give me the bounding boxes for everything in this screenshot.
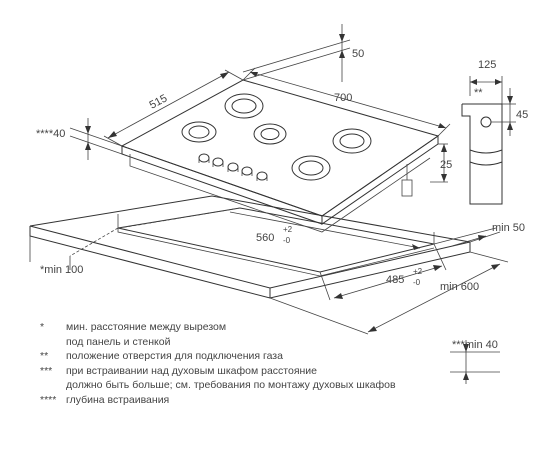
footnote-row: * мин. расстояние между вырезом <box>40 320 520 335</box>
dim-cutout-485: 485 +2 -0 <box>319 243 447 301</box>
dim-depth-40: ****40 <box>36 118 123 160</box>
dim-min-100: *min 100 <box>29 236 83 276</box>
dim-label-560: 560 <box>256 232 274 244</box>
footnotes: * мин. расстояние между вырезом под пане… <box>40 320 520 408</box>
burner-right <box>332 128 372 154</box>
dim-depth-515: 515 <box>103 69 244 147</box>
dim-label-485-minus: -0 <box>413 278 421 287</box>
dim-height-50: 50 <box>242 24 364 82</box>
footnote-row: **** глубина встраивания <box>40 393 520 408</box>
dim-min-50: min 50 <box>433 222 525 247</box>
footnote-text: положение отверстия для подключения газа <box>66 350 283 363</box>
dim-min-40: ***min 40 <box>450 339 500 384</box>
dim-label-50: 50 <box>352 48 364 60</box>
burner-center <box>253 123 287 145</box>
dim-label-125: 125 <box>478 59 496 71</box>
burner-back-left <box>224 93 264 119</box>
dim-label-min-50: min 50 <box>492 222 525 234</box>
dim-label-min-600: min 600 <box>440 281 479 293</box>
dim-label-485-plus: +2 <box>413 267 423 276</box>
burner-front-right <box>291 155 331 181</box>
footnote-mark: ** <box>40 350 49 363</box>
dim-label-min-40: ***min 40 <box>452 339 498 351</box>
dim-label-25: 25 <box>440 159 452 171</box>
dim-label-40: ****40 <box>36 128 65 140</box>
footnote-mark: **** <box>40 393 57 406</box>
dim-thickness-25: 25 <box>430 143 452 183</box>
footnote-mark <box>40 335 66 350</box>
hob <box>120 79 440 233</box>
control-knobs <box>198 153 268 181</box>
dim-label-700: 700 <box>334 92 352 104</box>
footnote-row: *** при встраивании над духовым шкафом р… <box>40 364 520 379</box>
footnote-text: при встраивании над духовым шкафом расст… <box>66 364 318 377</box>
footnote-mark <box>40 378 66 393</box>
burner-mid-left <box>181 121 217 143</box>
side-detail: 125 ** 45 <box>461 59 528 205</box>
dim-label-min-100: *min 100 <box>40 264 83 276</box>
footnote-row: под панель и стенкой <box>40 335 520 350</box>
dim-label-560-plus: +2 <box>283 225 293 234</box>
dim-label-515: 515 <box>148 92 170 111</box>
dim-label-560-minus: -0 <box>283 236 291 245</box>
dim-label-45: 45 <box>516 109 528 121</box>
burners <box>181 93 372 181</box>
footnote-text: под панель и стенкой <box>66 335 171 348</box>
footnote-mark: * <box>40 321 45 333</box>
dim-label-485: 485 <box>386 274 404 286</box>
footnote-mark: *** <box>40 364 53 377</box>
footnote-text: глубина встраивания <box>66 393 170 406</box>
dim-min-600: min 600 <box>269 251 509 335</box>
footnote-row: ** положение отверстия для подключения г… <box>40 349 520 364</box>
gas-position-mark: ** <box>474 87 483 99</box>
footnote-text: мин. расстояние между вырезом <box>66 321 227 333</box>
dim-cutout-560: 560 +2 -0 <box>69 207 435 257</box>
footnote-text: должно быть больше; см. требования по мо… <box>66 379 396 392</box>
footnote-row: должно быть больше; см. требования по мо… <box>40 378 520 393</box>
dim-width-700: 700 <box>242 67 451 137</box>
